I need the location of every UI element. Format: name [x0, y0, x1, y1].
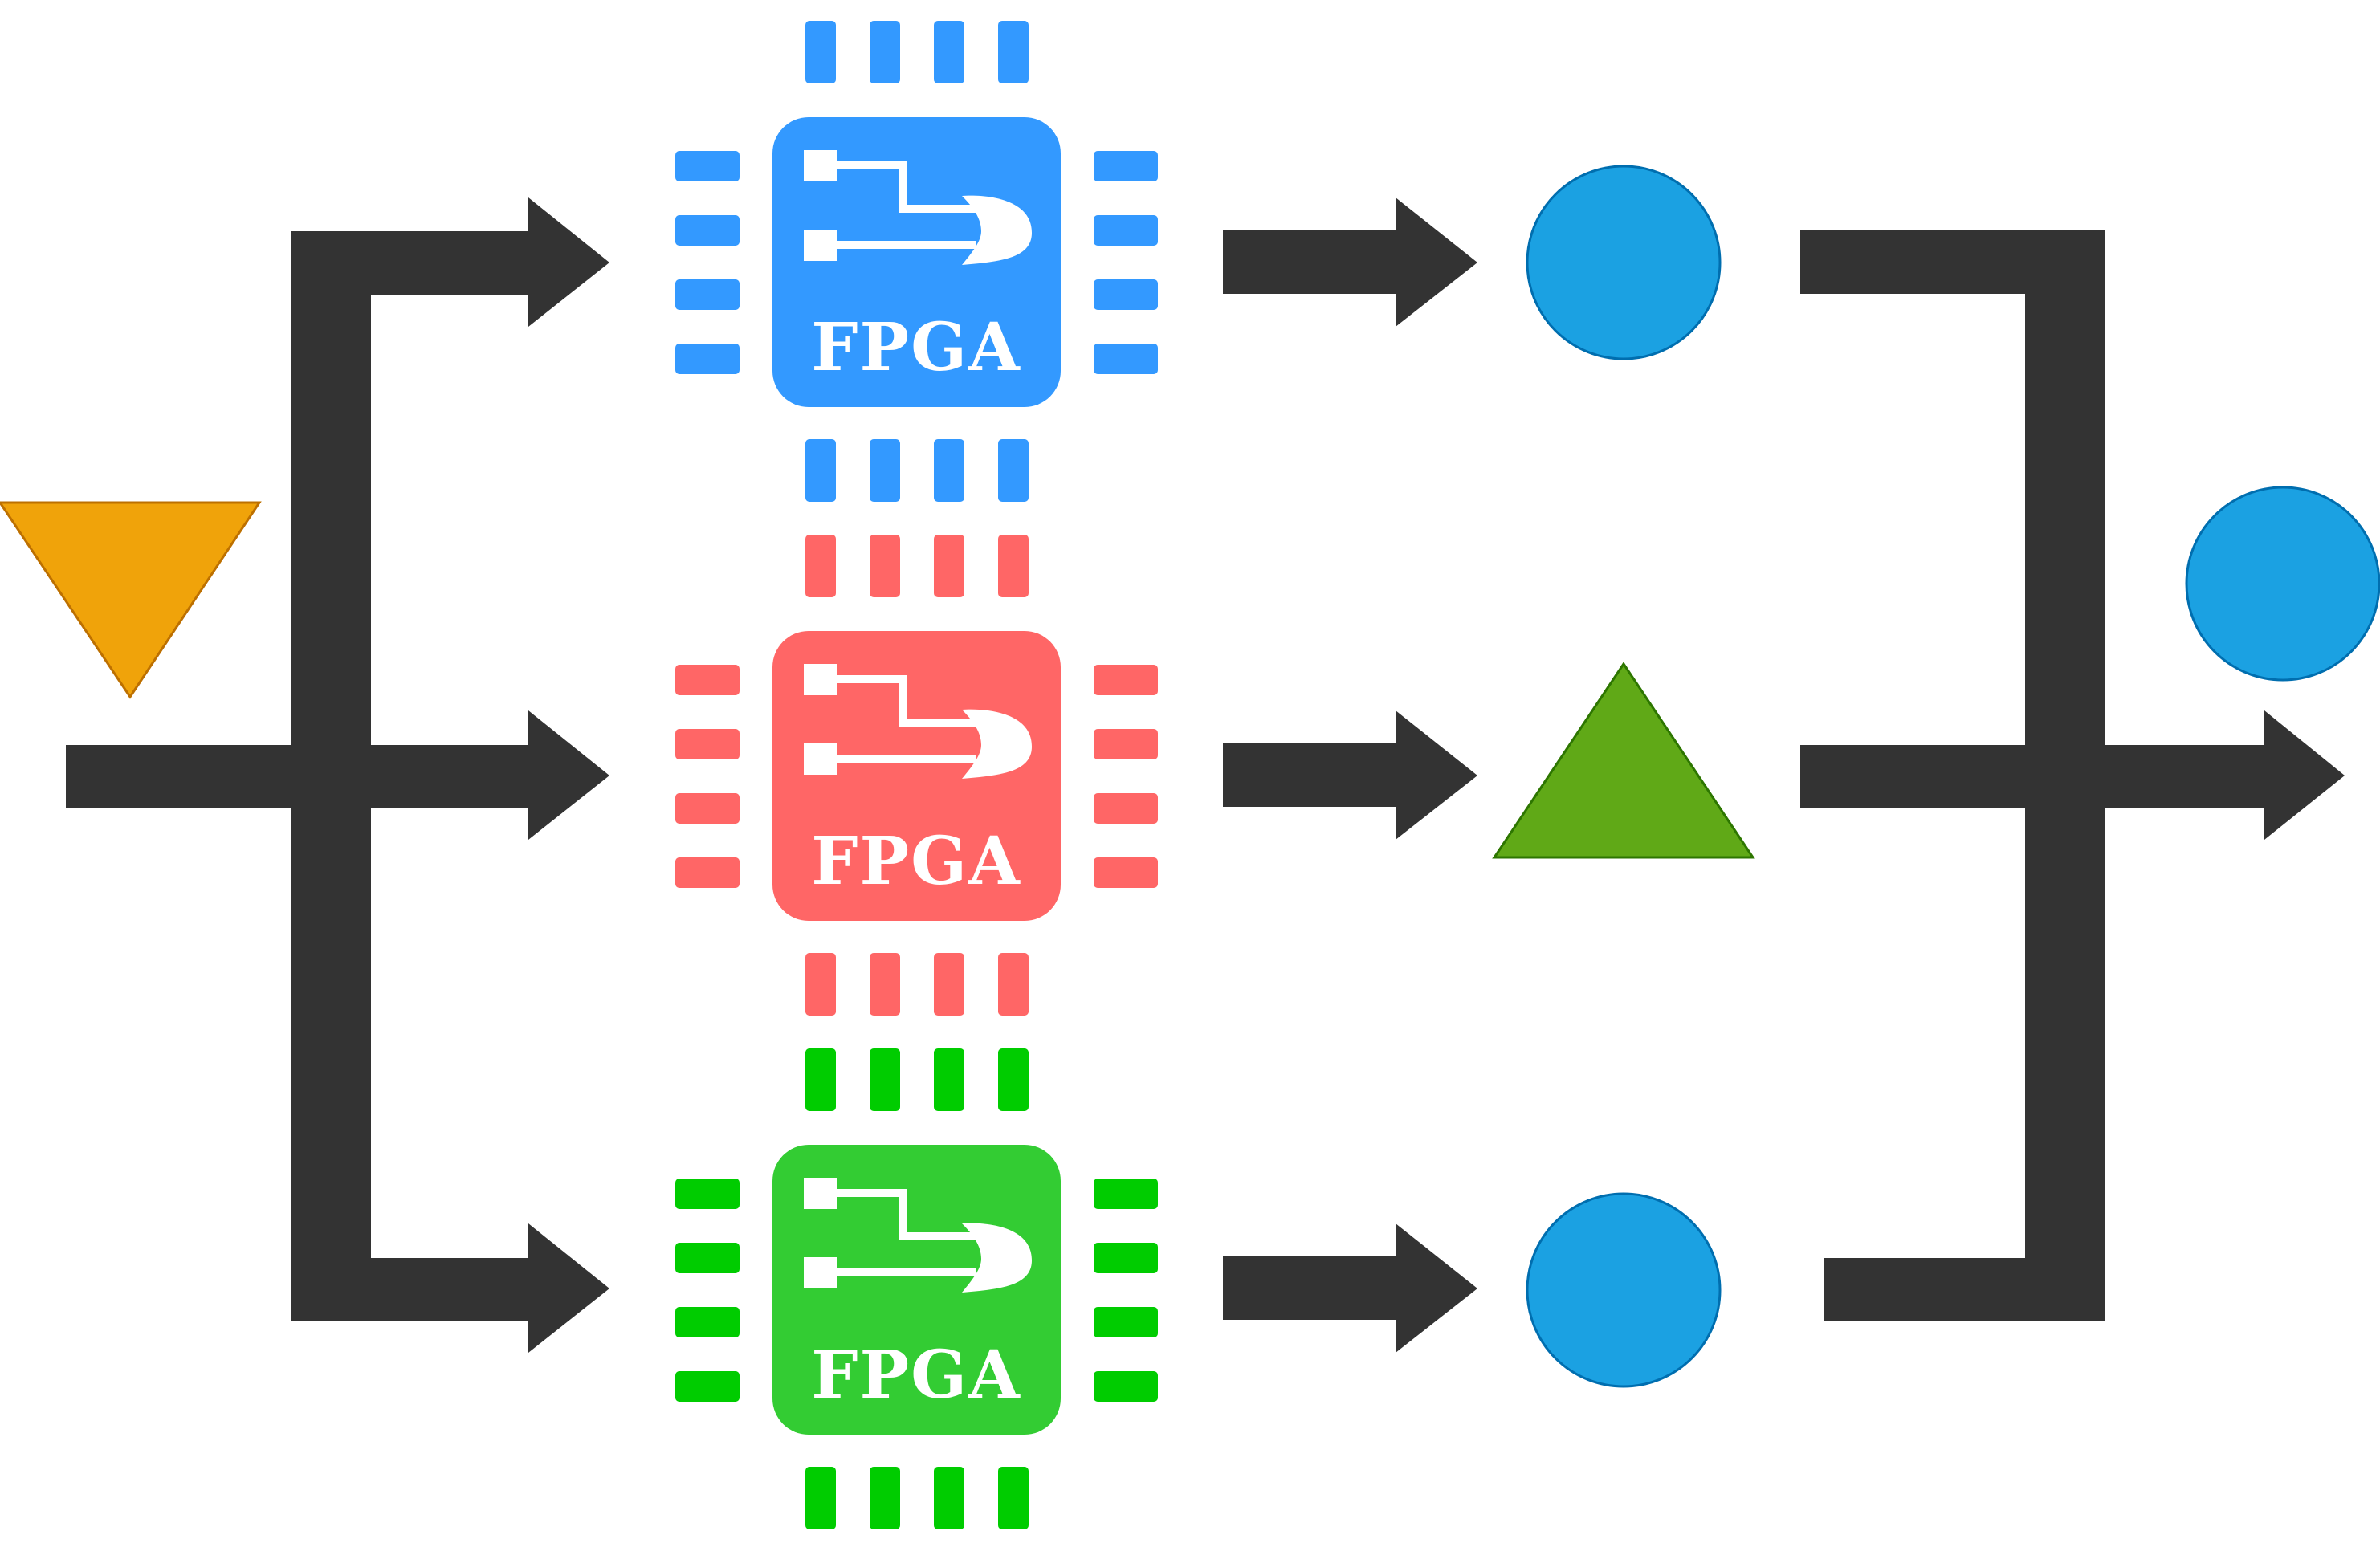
pin-bottom	[998, 439, 1029, 502]
branch-arrow-top	[528, 197, 609, 327]
chip-output-arrow-top	[1396, 197, 1477, 327]
pin-left	[675, 1179, 740, 1209]
pin-bottom	[870, 1467, 900, 1529]
logic-gate-icon	[804, 150, 1032, 265]
pin-right	[1094, 1307, 1158, 1337]
right-merger	[1800, 230, 2345, 1321]
chip-output-arrows	[1223, 197, 1477, 1353]
pin-bottom	[870, 953, 900, 1016]
pin-left	[675, 729, 740, 759]
pin-top	[870, 1048, 900, 1111]
pin-top	[805, 535, 836, 597]
pin-bottom	[998, 1467, 1029, 1529]
pin-left	[675, 151, 740, 181]
pin-bottom	[934, 439, 964, 502]
pin-top	[870, 535, 900, 597]
merge-line-middle	[1800, 745, 2041, 808]
input-line	[66, 745, 291, 808]
pin-bottom	[805, 1467, 836, 1529]
pin-top	[998, 21, 1029, 83]
output-triangle-middle	[1492, 662, 1755, 859]
pin-left	[675, 793, 740, 824]
pin-bottom	[934, 953, 964, 1016]
branch-line-top	[291, 231, 532, 295]
pin-left	[675, 344, 740, 374]
pin-top	[934, 21, 964, 83]
chip-output-line-top	[1223, 230, 1400, 294]
pin-top	[934, 1048, 964, 1111]
output-circle-bottom	[1526, 1192, 1722, 1388]
pin-right	[1094, 215, 1158, 246]
pin-bottom	[870, 439, 900, 502]
pin-left	[675, 1243, 740, 1273]
merge-line-bottom	[1824, 1258, 2105, 1321]
pin-right	[1094, 279, 1158, 310]
chip-body	[772, 1145, 1061, 1435]
pin-top	[998, 1048, 1029, 1111]
pin-right	[1094, 857, 1158, 888]
chip-body	[772, 117, 1061, 407]
pin-right	[1094, 151, 1158, 181]
branch-line-middle	[291, 745, 532, 808]
pin-bottom	[934, 1467, 964, 1529]
output-circle-top	[1526, 165, 1722, 360]
pin-top	[934, 535, 964, 597]
pin-right	[1094, 1243, 1158, 1273]
pin-top	[805, 21, 836, 83]
final-output-circle	[2185, 486, 2380, 682]
branch-line-bottom	[291, 1258, 532, 1321]
pin-right	[1094, 1371, 1158, 1402]
pin-left	[675, 279, 740, 310]
branch-arrow-bottom	[528, 1223, 609, 1353]
fpga-chip-blue: FPGA	[675, 21, 1158, 502]
pin-left	[675, 1307, 740, 1337]
chip-label: FPGA	[811, 309, 1021, 386]
pin-left	[675, 215, 740, 246]
input-triangle	[0, 501, 262, 699]
pin-bottom	[998, 953, 1029, 1016]
pin-right	[1094, 665, 1158, 695]
chip-label: FPGA	[811, 1337, 1021, 1414]
pin-bottom	[805, 953, 836, 1016]
left-splitter	[66, 197, 609, 1353]
chip-body	[772, 631, 1061, 921]
pin-right	[1094, 344, 1158, 374]
pin-top	[805, 1048, 836, 1111]
chip-output-line-middle	[1223, 743, 1400, 807]
pin-top	[870, 21, 900, 83]
logic-gate-icon	[804, 1178, 1032, 1293]
chip-pins	[675, 1048, 1158, 1529]
final-output-line	[2088, 745, 2268, 808]
branch-arrow-middle	[528, 710, 609, 840]
fpga-chip-green: FPGA	[675, 1048, 1158, 1529]
pin-right	[1094, 729, 1158, 759]
pin-bottom	[805, 439, 836, 502]
chip-output-arrow-bottom	[1396, 1223, 1477, 1353]
chip-output-line-bottom	[1223, 1256, 1400, 1320]
pin-left	[675, 1371, 740, 1402]
chip-pins	[675, 21, 1158, 502]
logic-gate-icon	[804, 664, 1032, 779]
pin-left	[675, 665, 740, 695]
chip-pins	[675, 535, 1158, 1016]
chip-output-arrow-middle	[1396, 710, 1477, 840]
fpga-chip-red: FPGA	[675, 535, 1158, 1016]
chip-label: FPGA	[811, 823, 1021, 900]
pin-right	[1094, 793, 1158, 824]
pin-right	[1094, 1179, 1158, 1209]
pin-left	[675, 857, 740, 888]
pin-top	[998, 535, 1029, 597]
final-output-arrow	[2264, 710, 2345, 840]
